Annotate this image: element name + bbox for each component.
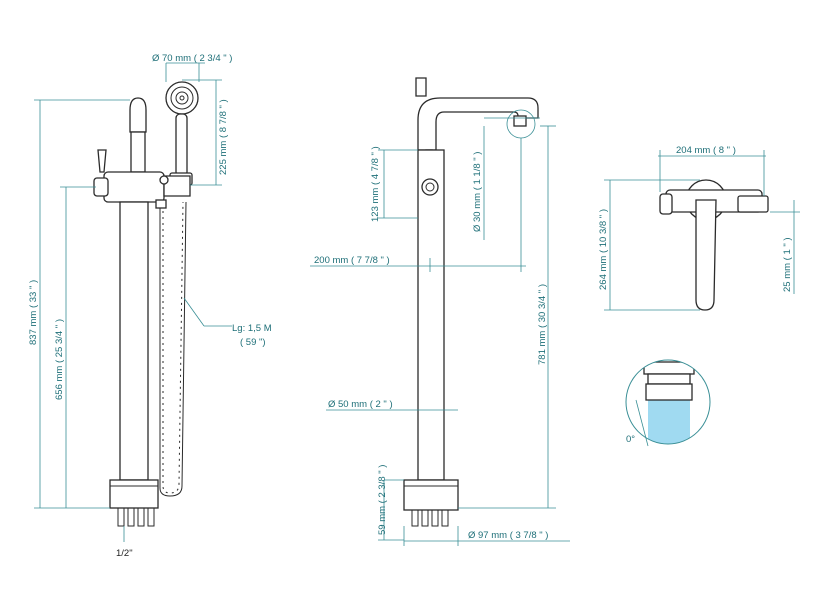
dim-spout-reach: 200 mm ( 7 7/8 " ): [314, 255, 390, 266]
water-stream: [648, 400, 690, 444]
dim-column-diameter: Ø 50 mm ( 2 " ): [328, 399, 393, 410]
left-base: [109, 479, 159, 509]
dim-spout-drop: 123 mm ( 4 7/8 " ): [370, 146, 381, 222]
shower-hose: [159, 201, 187, 497]
detail-circle: [625, 359, 711, 445]
supply-pipes: [117, 507, 155, 527]
dim-handle-height: 264 mm ( 10 3/8 " ): [598, 209, 609, 290]
center-base: [403, 479, 459, 511]
valve-body: [103, 171, 165, 203]
right-handle-view: [659, 179, 769, 311]
center-faucet-view: [403, 77, 539, 527]
dim-head-diameter: Ø 70 mm ( 2 3/4 " ): [152, 53, 232, 64]
dim-shower-height: 225 mm ( 8 7/8 " ): [218, 99, 229, 175]
dim-total-height: 837 mm ( 33 " ): [28, 280, 39, 345]
handle-lever: [695, 199, 717, 311]
shower-handle: [175, 113, 188, 177]
lever-handle: [129, 97, 147, 133]
dim-angle: 0°: [626, 434, 635, 445]
dim-top-width: 204 mm ( 8 " ): [676, 145, 736, 156]
dim-side-offset: 25 mm ( 1 " ): [782, 237, 793, 292]
left-dimensions: Ø 70 mm ( 2 3/4 " ) 225 mm ( 8 7/8 " ) 8…: [28, 53, 272, 559]
dim-spout-outlet: Ø 30 mm ( 1 1/8 " ): [472, 152, 483, 232]
dim-body-height: 656 mm ( 25 3/4 " ): [54, 319, 65, 400]
dim-base-diameter: Ø 97 mm ( 3 7/8 " ): [468, 530, 548, 541]
dim-thread: 1/2": [116, 548, 133, 559]
dim-hose-length-1: Lg: 1,5 M: [232, 323, 272, 334]
spout-column: [417, 149, 445, 481]
main-column: [119, 201, 149, 481]
dim-base-height: 59 mm ( 2 3/8 " ): [377, 465, 388, 535]
dim-hose-length-2: ( 59 "): [240, 337, 266, 348]
dim-spout-height: 781 mm ( 30 3/4 " ): [537, 284, 548, 365]
outlet-detail: 0°: [625, 359, 711, 447]
left-faucet-view: [93, 81, 199, 527]
center-dimensions: 123 mm ( 4 7/8 " ) Ø 30 mm ( 1 1/8 " ) 2…: [310, 117, 570, 546]
right-dimensions: 204 mm ( 8 " ) 264 mm ( 10 3/8 " ) 25 mm…: [598, 145, 800, 311]
